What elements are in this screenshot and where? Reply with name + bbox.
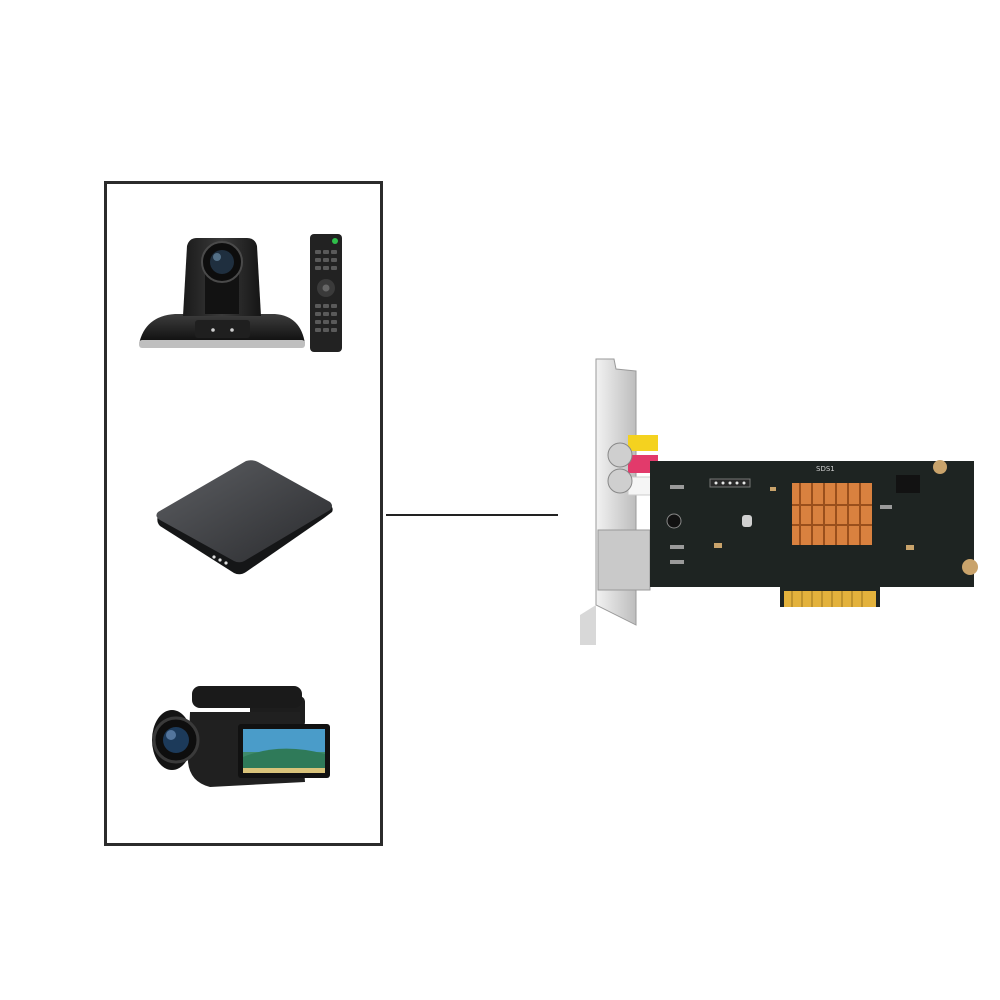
silkscreen-label: SDS1: [816, 465, 835, 473]
ptz-camera-icon: [139, 238, 305, 348]
connection-line: [386, 514, 558, 516]
media-box-icon: [156, 460, 333, 575]
remote-control-icon: [310, 234, 342, 352]
pcie-capture-card-icon: SDS1: [580, 358, 978, 645]
camcorder-icon: [152, 686, 330, 787]
